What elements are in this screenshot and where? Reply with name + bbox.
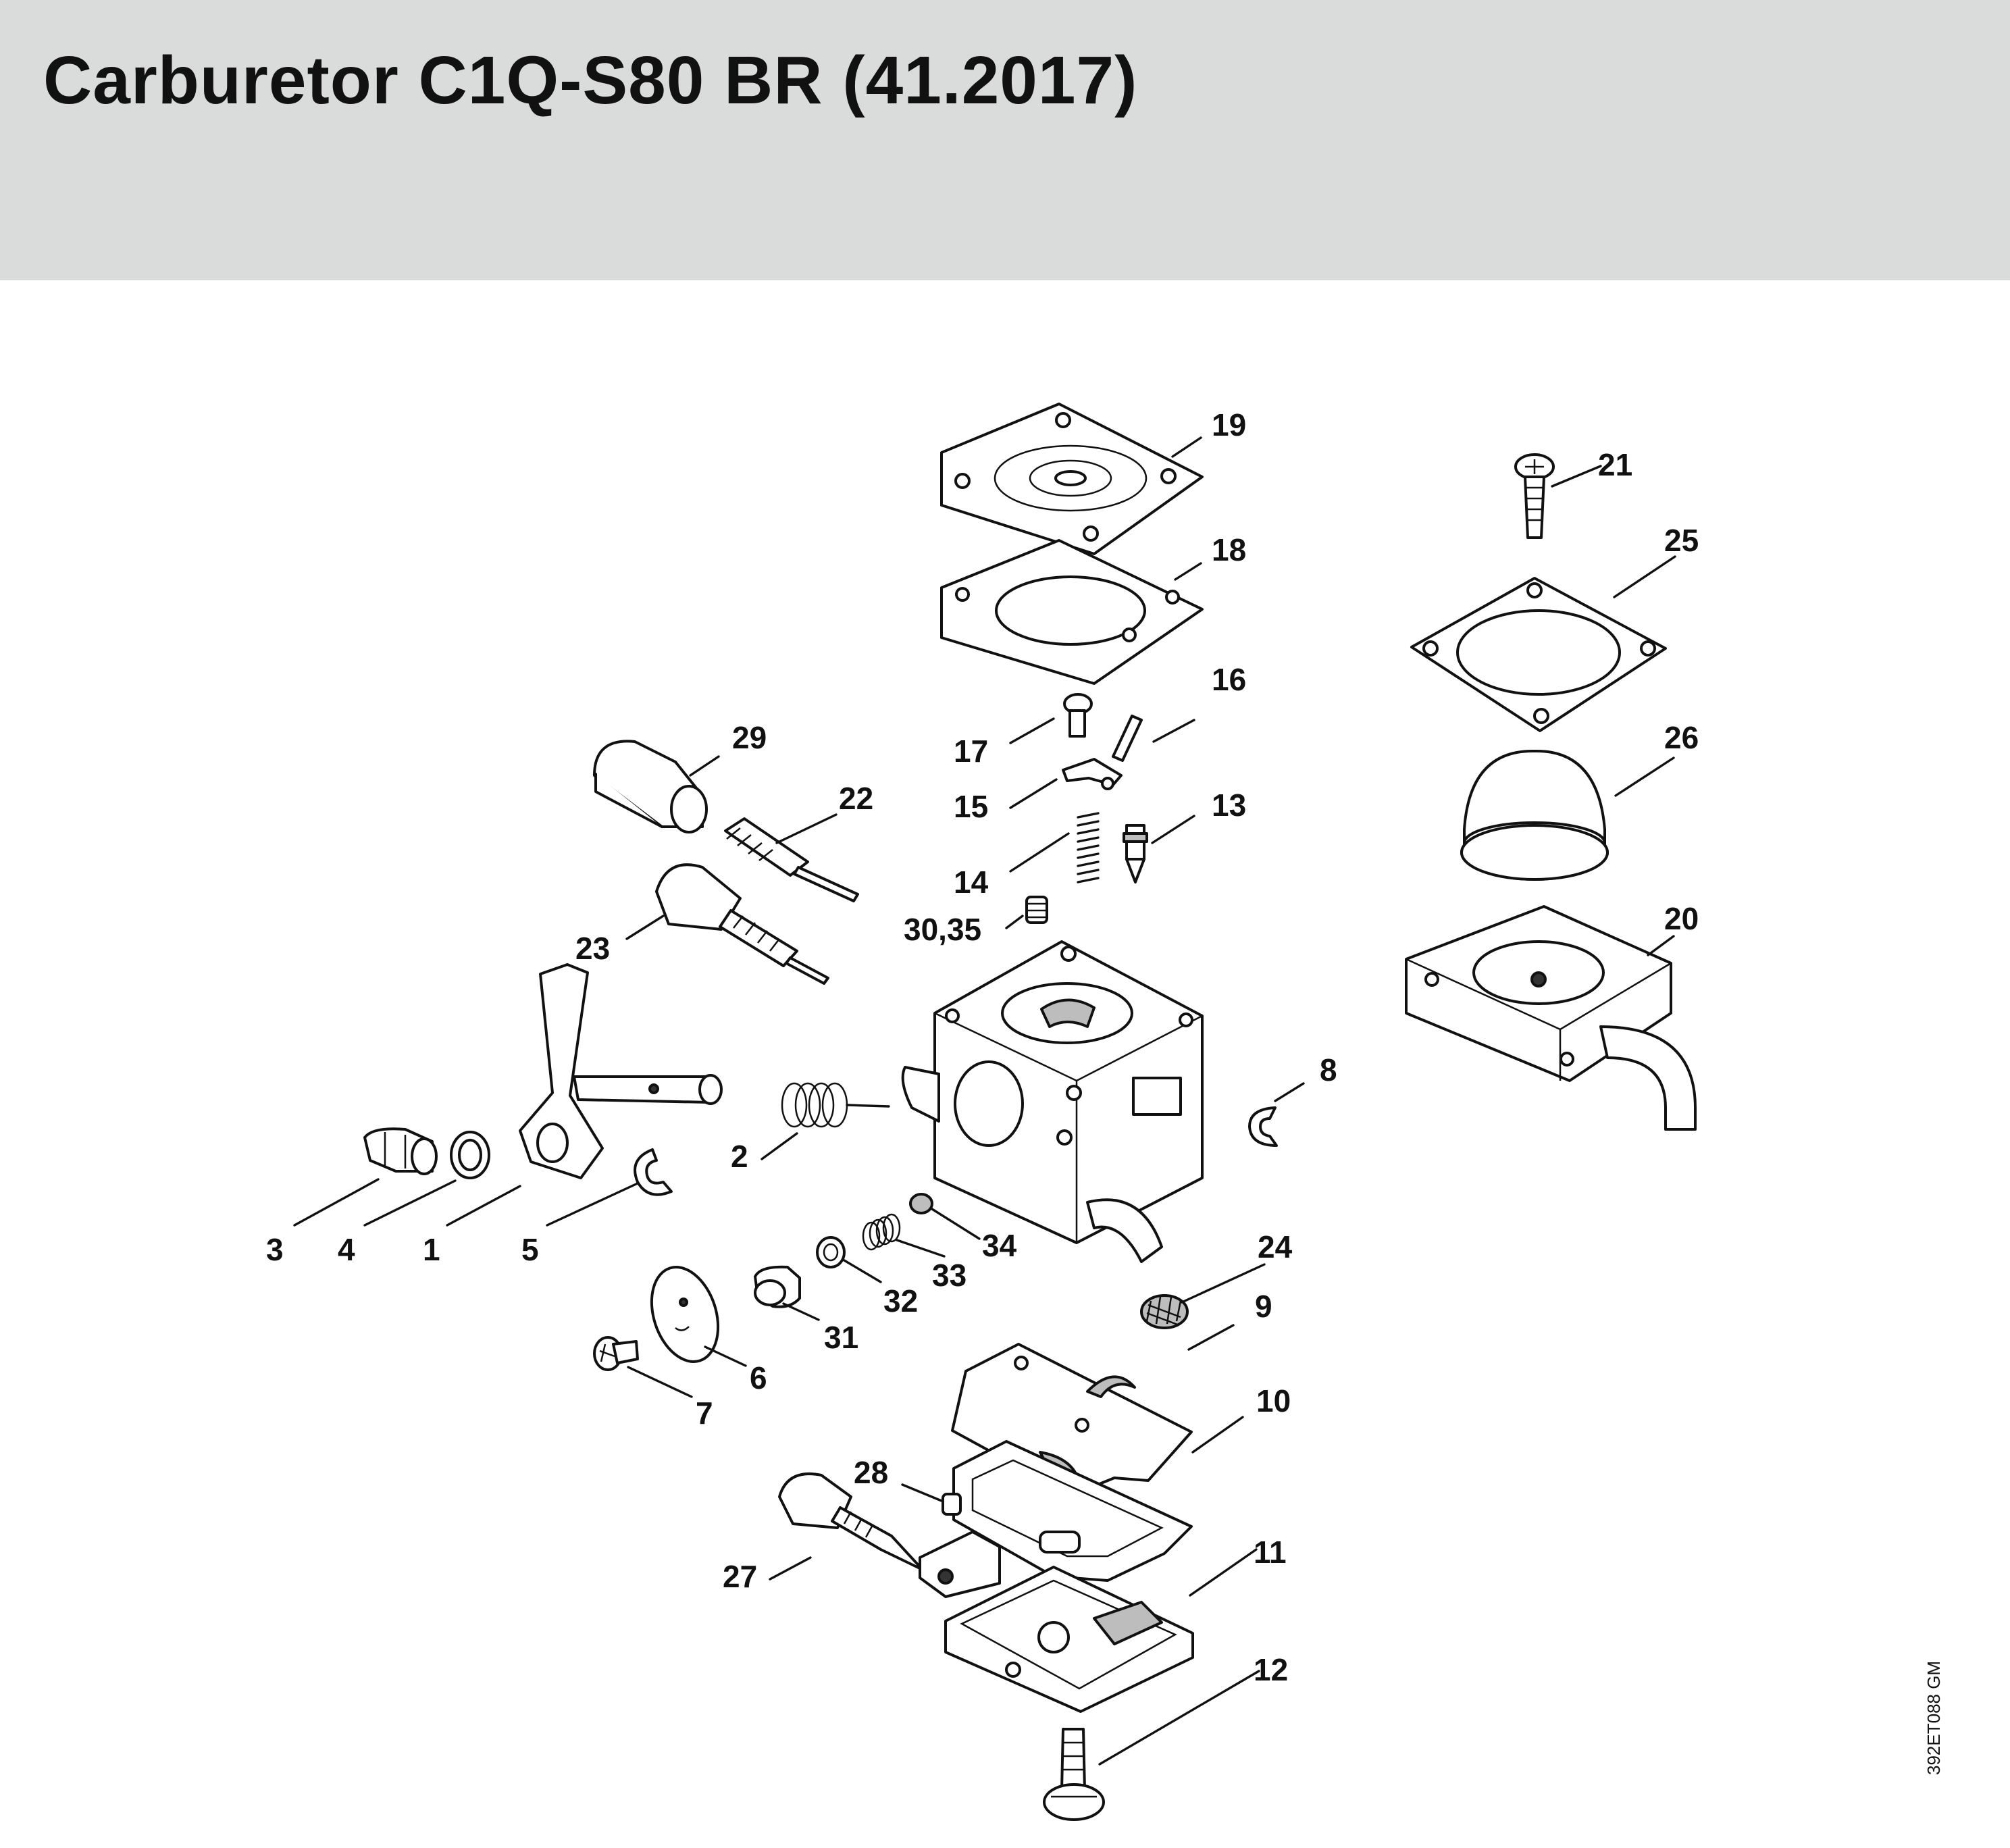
callout-16: 16 [1212,662,1246,697]
callout-6: 6 [750,1360,767,1395]
callout-31: 31 [824,1320,858,1355]
part-34-screen [909,1193,933,1214]
carburetor-body [901,940,1204,1263]
part-31-check-valve [754,1265,801,1308]
part-16-pin [1112,715,1143,762]
callout-26: 26 [1664,720,1699,755]
part-29-choke-knob [593,740,708,833]
callout-4: 4 [338,1232,355,1267]
part-12-screw [1043,1728,1105,1821]
part-20-pump-cover [1405,905,1697,1131]
callout-29: 29 [732,720,767,755]
drawing-reference-code: 392ET088 GM [1924,1660,1944,1775]
callout-15: 15 [954,789,988,824]
part-21-screw [1514,453,1555,539]
part-18-gasket [940,539,1204,685]
part-7-screw [593,1336,639,1371]
callout-12: 12 [1254,1652,1288,1687]
callout-9: 9 [1255,1289,1272,1324]
part-8-e-clip [1248,1106,1278,1147]
part-3-bush [363,1127,438,1175]
part-33-spring [862,1213,901,1251]
part-22-adjusting-screw [724,817,859,902]
callout-30-35: 30,35 [904,912,981,947]
part-26-primer-bulb [1460,749,1609,881]
part-27-adjusting-screw [778,1472,924,1571]
callout-8: 8 [1320,1052,1337,1087]
callout-11: 11 [1254,1535,1287,1570]
part-6-throttle-plate [650,1266,720,1363]
callout-10: 10 [1256,1383,1291,1418]
page-title: Carburetor C1Q-S80 BR (41.2017) [43,43,1138,118]
part-25-gasket [1410,577,1667,732]
callout-25: 25 [1664,523,1699,558]
callout-27: 27 [723,1559,757,1594]
part-23-adjusting-screw [655,863,829,985]
exploded-parts-diagram: 19 18 16 17 15 13 14 30,35 21 25 26 20 2… [0,280,2010,1848]
part-19-diaphragm [940,403,1204,555]
part-4-washer [450,1131,490,1179]
part-5-e-clip [634,1148,673,1196]
leader-lines [293,436,1676,1766]
callout-19: 19 [1212,407,1246,442]
callout-18: 18 [1212,532,1246,567]
part-13-inlet-needle [1123,824,1148,883]
callout-23: 23 [575,931,610,966]
callout-3: 3 [266,1232,284,1267]
callout-20: 20 [1664,901,1699,936]
callout-2: 2 [731,1139,748,1174]
part-14-spring [1077,812,1100,883]
part-30-35-plug [1025,896,1048,924]
callout-24: 24 [1258,1229,1293,1264]
part-2-torsion-spring [781,1082,890,1128]
part-10-gasket [952,1440,1193,1582]
callout-labels: 19 18 16 17 15 13 14 30,35 21 25 26 20 2… [266,407,1699,1687]
callout-34: 34 [982,1228,1017,1263]
part-15-lever [1062,758,1123,790]
callout-32: 32 [883,1283,918,1318]
part-32-o-ring [816,1236,846,1268]
callout-13: 13 [1212,788,1246,823]
part-28-jet [942,1493,962,1516]
callout-7: 7 [696,1395,713,1431]
callout-5: 5 [521,1232,539,1267]
callout-1: 1 [423,1232,440,1267]
callout-17: 17 [954,734,988,769]
callout-14: 14 [954,865,989,900]
callout-22: 22 [839,781,873,816]
header-bar: Carburetor C1Q-S80 BR (41.2017) [0,0,2010,280]
diagram-canvas: 19 18 16 17 15 13 14 30,35 21 25 26 20 2… [266,403,1699,1821]
part-17-screw [1063,693,1093,738]
callout-33: 33 [932,1258,967,1293]
part-24-strainer [1140,1294,1189,1329]
callout-21: 21 [1598,447,1632,482]
part-1-throttle-shaft [519,963,723,1179]
part-11-end-cover [919,1531,1194,1713]
callout-28: 28 [854,1455,888,1490]
